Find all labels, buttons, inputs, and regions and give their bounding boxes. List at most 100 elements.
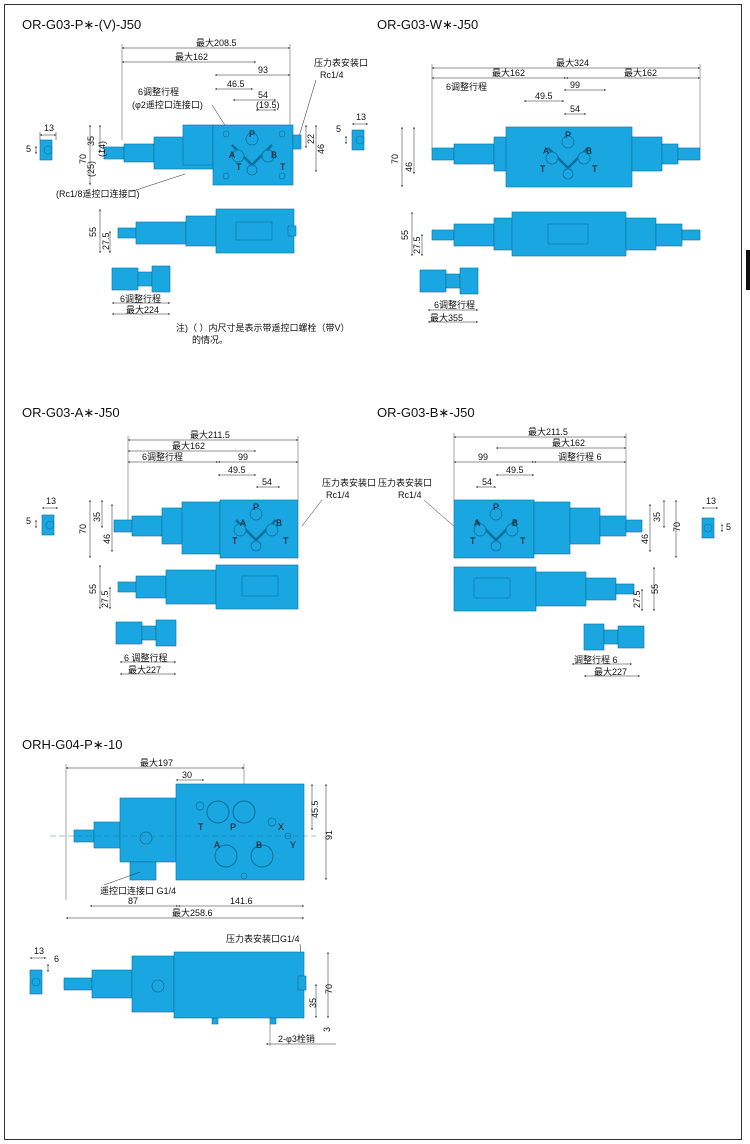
- drawing-or-g03-p: 13 5 最大208.5 最大162 93 46.5 54 (19.5) 6调整…: [26, 37, 368, 315]
- port-b: B: [512, 518, 518, 528]
- dim-99: 99: [570, 80, 580, 90]
- dim-5: 5: [726, 522, 731, 532]
- port-b: B: [271, 150, 277, 160]
- dim-70: 70: [78, 154, 88, 164]
- label-knob-adjust: 6 调整行程: [124, 652, 168, 663]
- dim-35: 35: [308, 998, 318, 1008]
- dim-87: 87: [128, 896, 138, 906]
- dim-55: 55: [400, 230, 410, 240]
- label-gauge-thread: Rc1/4: [398, 490, 422, 500]
- dim-141-6: 141.6: [230, 896, 253, 906]
- dim-max-324: 最大324: [556, 57, 589, 68]
- dim-5: 5: [26, 144, 31, 154]
- dim-49-5: 49.5: [228, 465, 246, 475]
- drawing-or-g03-b: 最大211.5 最大162 99 调整行程 6 49.5 54 压力表安装口 R…: [378, 426, 731, 677]
- dim-30: 30: [182, 770, 192, 780]
- port-a: A: [229, 150, 235, 160]
- top-view-body: T P X Y A B: [50, 783, 316, 881]
- label-gauge-port: 压力表安装口: [314, 57, 368, 68]
- top-view-body: P A B T T: [113, 499, 299, 559]
- side-view-small: 13 6: [29, 946, 59, 995]
- dim-27-5: 27.5: [101, 232, 111, 250]
- side-view-small: 13 5: [26, 496, 58, 536]
- port-t-right: T: [280, 162, 286, 172]
- label-adjust-stroke: 6调整行程: [142, 451, 183, 462]
- knob-detail: [111, 265, 171, 293]
- label-knob-max: 最大355: [430, 312, 463, 323]
- dim-46: 46: [640, 534, 650, 544]
- dim-14: (14): [97, 141, 107, 157]
- label-gauge-thread: Rc1/4: [320, 70, 344, 80]
- title-or-g03-b: OR-G03-B∗-J50: [377, 405, 475, 420]
- title-or-g03-w: OR-G03-W∗-J50: [377, 17, 479, 32]
- drawing-or-g03-a: 13 5 最大211.5 最大162 6调整行程 99 49.5 54 压力表安…: [26, 429, 376, 675]
- dim-19-5: (19.5): [256, 100, 280, 110]
- front-view-body: [117, 208, 297, 254]
- dim-55: 55: [88, 227, 98, 237]
- dim-max-162-right: 最大162: [624, 67, 657, 78]
- dim-max-211-5: 最大211.5: [190, 429, 230, 440]
- drawing-orh-g04-p: 最大197 30 T P X Y A B: [29, 757, 336, 1046]
- dim-13: 13: [706, 496, 716, 506]
- dim-max-258-6: 最大258.6: [172, 907, 213, 918]
- dim-5: 5: [336, 124, 341, 134]
- dim-70: 70: [390, 154, 400, 164]
- front-view-body: [63, 951, 307, 1025]
- label-knob-max: 最大224: [126, 304, 159, 315]
- label-knob-max: 最大227: [594, 666, 627, 677]
- label-adjust-stroke: 6调整行程: [138, 86, 179, 97]
- label-knob-adjust: 调整行程 6: [574, 654, 618, 665]
- title-or-g03-a: OR-G03-A∗-J50: [22, 405, 120, 420]
- label-adjust-stroke: 调整行程 6: [558, 451, 602, 462]
- port-y: Y: [290, 840, 296, 850]
- label-knob-adjust: 6调整行程: [120, 293, 161, 304]
- label-rc18-port: (Rc1/8遥控口连接口): [56, 188, 140, 199]
- dim-max-211-5: 最大211.5: [528, 426, 568, 437]
- port-a: A: [240, 518, 246, 528]
- port-p: P: [493, 502, 499, 512]
- dim-55: 55: [88, 584, 98, 594]
- dim-46: 46: [404, 162, 414, 172]
- dim-93: 93: [258, 65, 268, 75]
- dim-22: 22: [306, 134, 316, 144]
- port-t-left: T: [232, 536, 238, 546]
- footnote-line-2: 的情况。: [192, 335, 229, 345]
- dim-35: 35: [92, 512, 102, 522]
- dim-46: 46: [102, 534, 112, 544]
- title-orh-g04-p: ORH-G04-P∗-10: [22, 737, 123, 752]
- dim-27-5: 27.5: [100, 590, 110, 608]
- edge-tab-marker: [746, 250, 750, 290]
- dim-35: 35: [86, 136, 96, 146]
- label-pilot-port: (φ2遥控口连接口): [132, 99, 203, 110]
- label-knob-adjust: 6调整行程: [434, 299, 475, 310]
- label-knob-max: 最大227: [128, 664, 161, 675]
- dim-99: 99: [238, 452, 248, 462]
- port-a: A: [543, 146, 549, 156]
- port-p: P: [253, 502, 259, 512]
- dim-46: 46: [316, 144, 326, 154]
- page-frame: [4, 4, 742, 1140]
- label-gauge-port: 压力表安装口: [322, 477, 376, 488]
- knob-detail: [583, 623, 645, 651]
- front-view-body: [431, 211, 701, 257]
- dim-max-208-5: 最大208.5: [196, 37, 237, 48]
- label-gauge-thread: Rc1/4: [326, 490, 350, 500]
- label-adjust-stroke: 6调整行程: [446, 81, 487, 92]
- dim-54: 54: [482, 477, 492, 487]
- dim-35: 35: [652, 512, 662, 522]
- dim-13: 13: [356, 112, 366, 122]
- dim-5: 5: [26, 516, 31, 526]
- dim-max-162-left: 最大162: [492, 67, 525, 78]
- dim-70: 70: [672, 522, 682, 532]
- port-t-left: T: [470, 536, 476, 546]
- port-p: P: [249, 129, 255, 139]
- side-view-small: 13 5: [26, 123, 57, 161]
- dim-13: 13: [34, 946, 44, 956]
- knob-detail: [419, 267, 479, 295]
- footnote: 注)（ ）内尺寸是表示带遥控口螺栓（带V） 的情况。: [176, 322, 350, 346]
- dim-46-5: 46.5: [227, 79, 245, 89]
- dim-3: 3: [322, 1027, 332, 1032]
- dim-55: 55: [650, 584, 660, 594]
- port-t-right: T: [520, 536, 526, 546]
- dim-49-5: 49.5: [535, 91, 553, 101]
